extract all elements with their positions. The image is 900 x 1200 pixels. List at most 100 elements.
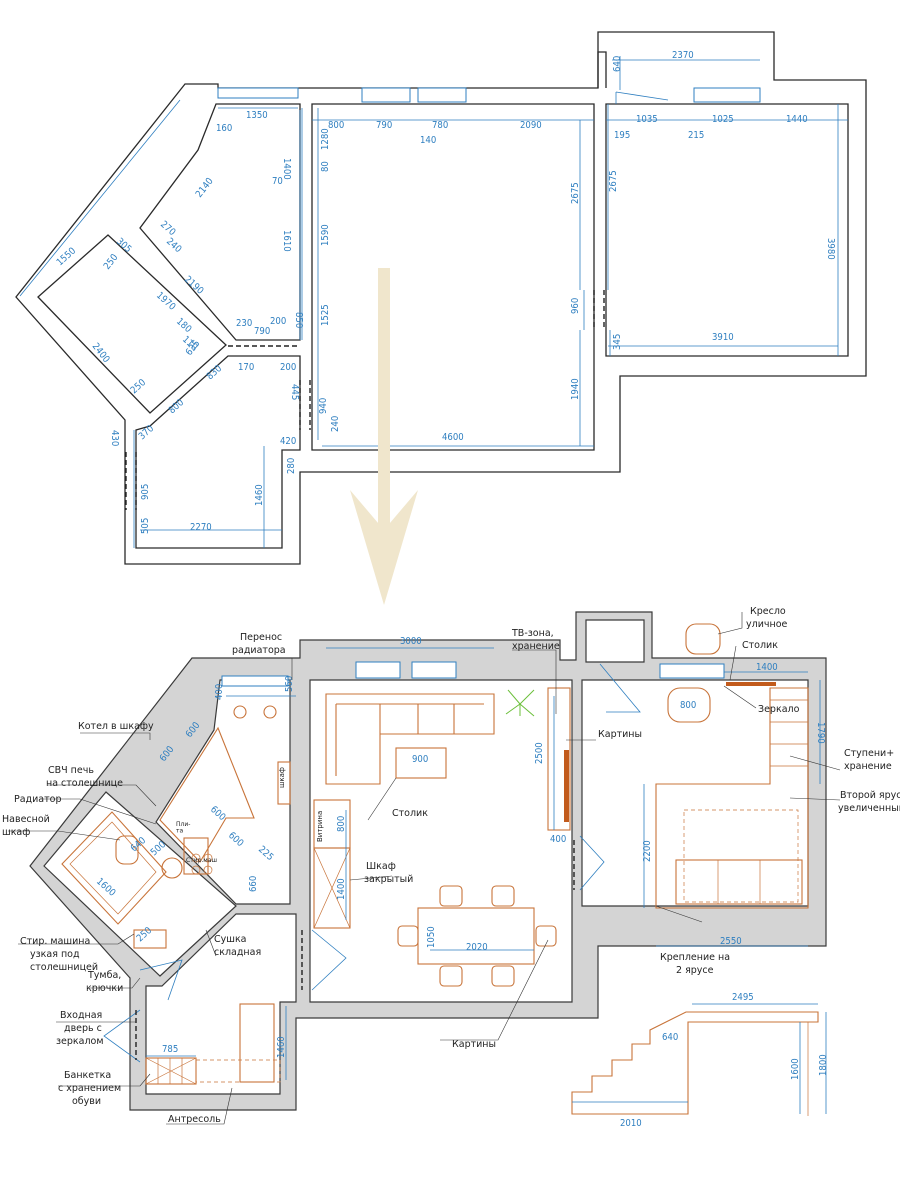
label-radiator: Радиатор [14,794,62,805]
balcony-door [615,91,669,104]
label-vhod-3: зеркалом [56,1036,104,1047]
label-navesnoy: Навесной [2,814,50,825]
vitrina-label: Витрина [316,811,324,842]
dim-label: 800 [328,120,344,131]
label-zerkalo: Зеркало [758,704,800,715]
dim-label: 240 [330,416,341,432]
label-banketka-3: обуви [72,1096,101,1107]
dim-label: 1525 [320,304,331,326]
label-sushka-2: складная [214,947,261,958]
dining-chair-small [233,705,247,719]
mezzanine [195,1059,281,1083]
toilet [115,835,139,865]
dim-label: 1610 [281,230,292,252]
outer-wall [15,31,867,565]
dim-label: 240 [164,236,183,255]
dim-label: 830 [205,363,224,382]
dim-label: 505 [140,518,151,534]
window [361,87,411,103]
plan-dimension-lines [146,647,827,1114]
washer-label: Стир.маш [186,857,217,864]
bathtub-inner [69,821,157,915]
mirror [726,682,776,686]
label-banketka: Банкетка [64,1070,111,1081]
dim-label: 800 [336,816,347,832]
dim-label: 2270 [190,522,212,533]
label-tv: ТВ-зона, [511,628,554,639]
dim-label: 2495 [732,992,754,1003]
dim-label: 70 [272,176,283,187]
dim-label: 790 [254,326,270,337]
transform-arrow [350,268,418,605]
bath-door [139,959,183,1001]
armchair [667,687,711,723]
label-stir-3: столешницей [30,962,98,973]
closed-wardrobe [313,847,351,929]
room-bath [37,234,227,414]
stair-section-lines [687,1022,809,1116]
label-radiatora: радиатора [232,645,286,656]
bedroom-door [579,835,605,891]
plant-icon [505,689,535,717]
dim-label: 180 [174,316,193,335]
wardrobe-cross [313,847,351,929]
label-banketka-2: с хранением [58,1083,121,1094]
label-svch-2: на столешнице [46,778,123,789]
dim-label: 2500 [534,742,545,764]
label-vtoroy-2: увеличенный [838,803,900,814]
dim-label: 960 [570,298,581,314]
dim-label: 2090 [520,120,542,131]
label-kreslo: Кресло [750,606,786,617]
leader-lines [8,612,841,1125]
dim-label: 420 [280,436,296,447]
dining-chair-small [263,705,277,719]
dim-label: 2675 [570,182,581,204]
dim-label: 1940 [570,378,581,400]
label-perenos: Перенос [240,632,282,643]
dim-label: 2370 [672,50,694,61]
dim-label: 140 [420,135,436,146]
sofa [675,859,803,905]
label-kartiny-bottom: Картины [452,1039,496,1050]
redesign-plan: 3000 400 600 600 560 900 2500 400 1400 8… [2,606,900,1129]
dim-label: 370 [137,423,156,442]
dim-label: 2200 [642,840,653,862]
label-navesnoy-2: шкаф [2,827,30,838]
shoe-bench [145,1057,197,1085]
room-hall [135,355,301,549]
label-shkaf: Шкаф [366,861,396,872]
room-kitchen [139,103,301,341]
dim-label: 790 [376,120,392,131]
wall-outer [29,611,827,1111]
window [693,87,761,103]
label-stir-2: узкая под [30,949,80,960]
dim-label: 80 [320,161,331,172]
dim-label: 430 [109,430,120,446]
label-kreplenie: Крепление на [660,952,730,963]
dim-label: 345 [612,334,623,350]
label-kreplenie-2: 2 ярусе [676,965,714,976]
dim-label: 2020 [466,942,488,953]
hall-wardrobe [239,1003,275,1083]
dim-label: 1025 [712,114,734,125]
dim-label: 305 [114,236,133,255]
dim-label: 800 [680,700,696,711]
label-stupeni-2: хранение [844,761,892,772]
window [417,87,467,103]
dim-label: 1400 [336,878,347,900]
dim-label: 1590 [320,224,331,246]
dim-label: 400 [550,834,566,845]
dim-label: 940 [318,398,329,414]
washer-drawer [183,837,209,875]
dim-label: 905 [140,484,151,500]
dim-label: 1460 [254,484,265,506]
label-shkaf-2: закрытый [364,874,413,885]
label-sushka: Сушка [214,934,247,945]
tv-console [547,687,571,831]
dim-label: 560 [284,676,295,692]
label-vhod-2: дверь с [64,1023,102,1034]
room-bedroom [605,103,849,357]
stove-label: Пли-та [176,821,190,835]
stair-section [571,1011,819,1115]
dim-label: 1800 [818,1054,829,1076]
